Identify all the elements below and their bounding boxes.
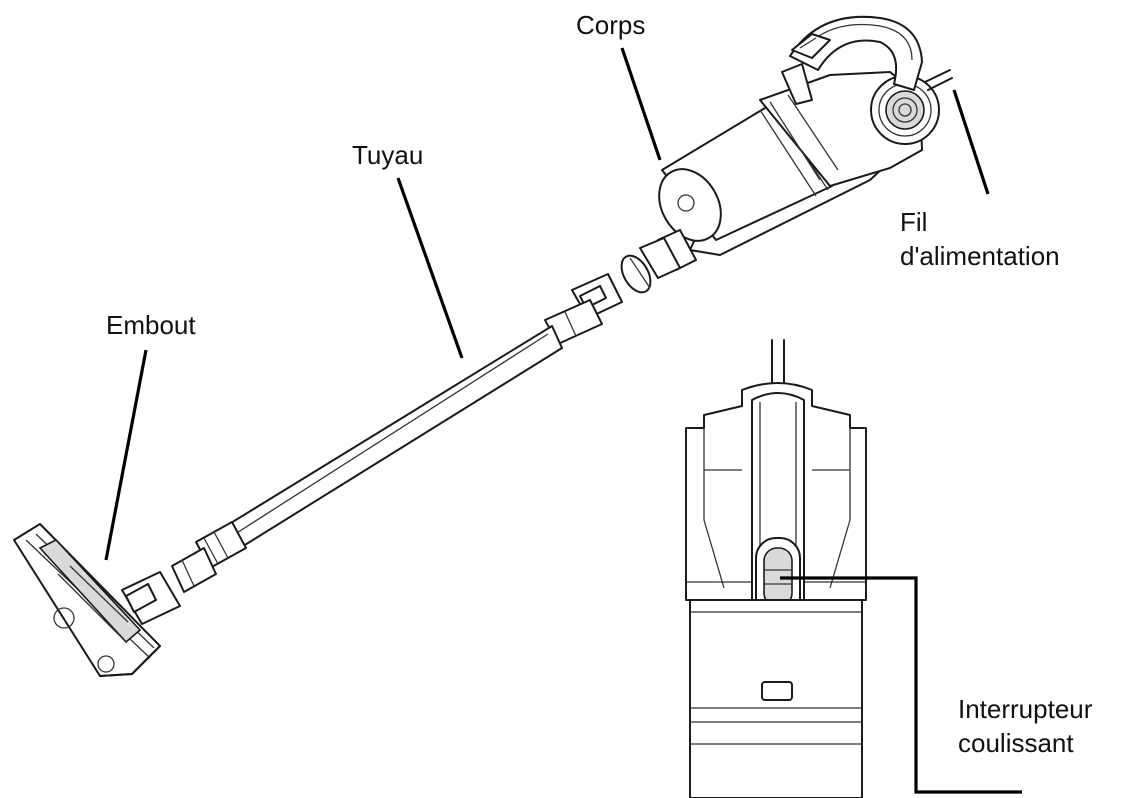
- leader-embout: [104, 349, 148, 561]
- tube: [171, 273, 623, 593]
- label-fil-line2: d'alimentation: [900, 241, 1060, 271]
- leader-tuyau: [396, 177, 464, 359]
- label-interrupteur-coulissant: Interrupteur coulissant: [958, 692, 1092, 760]
- leader-interrupteur: [780, 576, 1022, 794]
- leader-lines: [104, 47, 1022, 794]
- label-fil-line1: Fil: [900, 207, 928, 237]
- leader-fil: [952, 89, 990, 195]
- body-neck: [620, 229, 697, 294]
- label-fil-alimentation: Fil d'alimentation: [900, 205, 1060, 273]
- label-interrupteur-line2: coulissant: [958, 728, 1074, 758]
- floor-nozzle: [13, 523, 181, 677]
- label-interrupteur-line1: Interrupteur: [958, 694, 1093, 724]
- leader-corps: [620, 47, 662, 161]
- label-tuyau: Tuyau: [352, 140, 424, 170]
- label-embout: Embout: [106, 310, 196, 340]
- label-corps: Corps: [576, 10, 646, 40]
- vacuum-body: [658, 15, 953, 256]
- switch-closeup: [685, 339, 867, 798]
